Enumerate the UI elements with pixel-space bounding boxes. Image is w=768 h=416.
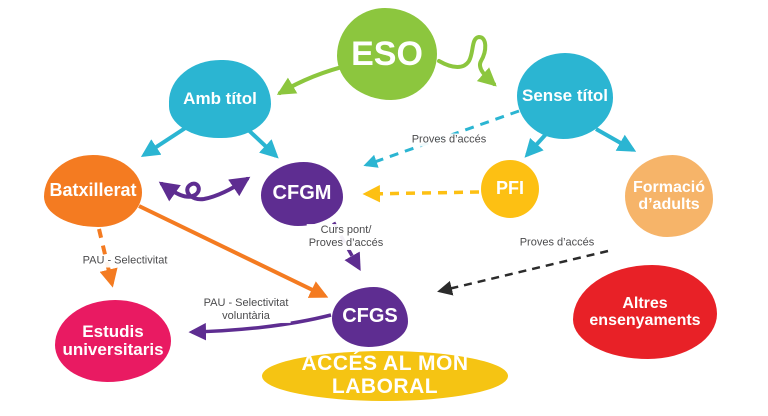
edge-label-pau-voluntaria-line1: PAU - Selectivitat xyxy=(203,297,289,310)
node-altres-line1: Altres xyxy=(622,294,668,312)
edge-pfi-to-cfgm xyxy=(362,185,480,203)
edge-label-curs-pont: Curs pont/ Proves d’accés xyxy=(306,224,386,250)
node-estudis-line1: Estudis xyxy=(82,321,144,341)
node-acces-label: ACCÉS AL MÓN LABORAL xyxy=(301,352,469,398)
node-acces-mon-laboral: ACCÉS AL MÓN LABORAL xyxy=(262,351,508,401)
edge-label-curs-pont-line2: Proves d’accés xyxy=(308,237,384,249)
node-formacio-adults: Formació d’adults xyxy=(625,155,713,237)
node-sense-titol-label: Sense títol xyxy=(522,85,608,105)
node-formacio-adults-line1: Formació xyxy=(632,178,705,196)
node-pfi: PFI xyxy=(481,160,539,218)
node-batxillerat: Batxillerat xyxy=(44,155,142,227)
node-altres-line2: ensenyaments xyxy=(589,312,701,329)
node-formacio-adults-line2: d’adults xyxy=(638,196,700,213)
edge-sense-titol-to-pfi xyxy=(524,131,549,158)
edge-cfgs-to-estudis-pau-voluntaria xyxy=(188,313,332,341)
edge-batxillerat-cfgm-bidirectional-loop xyxy=(158,176,251,202)
edge-sense-titol-to-formacio xyxy=(595,127,637,152)
node-cfgm-label: CFGM xyxy=(272,182,332,205)
edge-label-proves-acces-cfgs: Proves d’accés xyxy=(517,236,597,250)
edge-label-pau-selectivitat: PAU - Selectivitat xyxy=(80,254,170,268)
node-estudis-line2: universitaris xyxy=(62,340,164,359)
node-eso: ESO xyxy=(337,8,437,100)
node-batxillerat-label: Batxillerat xyxy=(49,180,137,201)
edge-label-curs-pont-line1: Curs pont/ xyxy=(320,224,372,237)
edge-eso-to-sense-titol-loop xyxy=(437,34,497,87)
node-cfgs: CFGS xyxy=(332,287,408,347)
node-cfgs-label: CFGS xyxy=(342,305,398,328)
edge-label-pau-voluntaria-line2: voluntària xyxy=(222,310,270,322)
edge-batxillerat-to-cfgs xyxy=(138,204,329,298)
edge-label-pau-voluntaria: PAU - Selectivitat voluntària xyxy=(201,297,291,323)
node-pfi-label: PFI xyxy=(495,178,524,199)
node-sense-titol: Sense títol xyxy=(517,53,613,139)
node-estudis-universitaris: Estudis universitaris xyxy=(55,300,171,382)
node-eso-label: ESO xyxy=(351,34,423,73)
node-altres-ensenyaments: Altres ensenyaments xyxy=(573,265,717,359)
node-cfgm: CFGM xyxy=(261,162,343,226)
edge-formacio-to-cfgs-proves xyxy=(437,249,609,296)
node-amb-titol-label: Amb títol xyxy=(183,88,257,108)
edge-label-proves-acces-cfgm: Proves d’accés xyxy=(409,133,489,147)
node-amb-titol: Amb títol xyxy=(169,60,271,138)
